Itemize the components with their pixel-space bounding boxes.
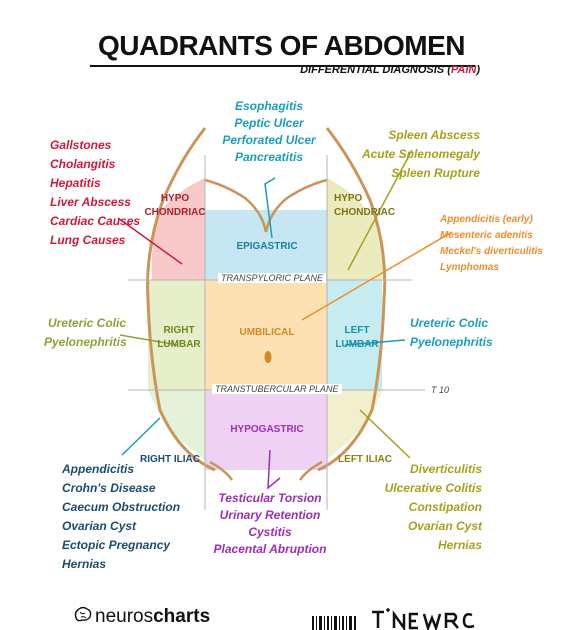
region-umbilical: UMBILICAL (239, 327, 295, 338)
list-item: Lung Causes (50, 233, 126, 247)
subtitle-suffix: ) (476, 64, 480, 76)
list-item: Hernias (437, 538, 482, 552)
leader-left-hypo (347, 149, 413, 271)
list-item: Diverticulitis (409, 462, 482, 476)
list-item: Ureteric Colic (47, 316, 126, 330)
list-item: Appendicitis (62, 462, 135, 476)
brain-logo-icon (74, 606, 92, 622)
fill-hypogastric (205, 390, 327, 470)
list-item: Perforated Ulcer (222, 133, 316, 147)
brand-light: neuros (95, 606, 154, 627)
page-subtitle: DIFFERENTIAL DIAGNOSIS (PAIN) (300, 64, 480, 76)
list-epigastric: Esophagitis Peptic Ulcer Perforated Ulce… (210, 98, 328, 166)
navel (264, 351, 272, 363)
region-epigastric: EPIGASTRIC (236, 241, 298, 252)
leader-hypogastric (267, 449, 281, 490)
list-item: Placental Abruption (213, 542, 327, 556)
list-item: Hernias (62, 557, 107, 571)
list-item: Cystitis (248, 525, 292, 539)
footer-brand: neuroscharts (95, 606, 210, 628)
list-item: Appendicitis (early) (440, 214, 533, 225)
region-left-hypochondriac: HYPO CHONDRIAC (334, 193, 396, 218)
region-left-iliac: LEFT ILIAC (338, 454, 392, 465)
leader-epigastric (264, 177, 276, 239)
fill-right-iliac (148, 390, 205, 460)
list-hypogastric: Testicular Torsion Urinary Retention Cys… (200, 490, 340, 558)
list-item: Hepatitis (50, 176, 101, 190)
groin-right (298, 460, 323, 481)
list-umbilical: Appendicitis (early) Mesenteric adenitis… (440, 212, 543, 276)
groin-left (209, 460, 234, 481)
leader-left-iliac (359, 409, 411, 459)
leader-right-hypo (117, 217, 183, 265)
region-hypogastric: HYPOGASTRIC (230, 424, 304, 435)
fill-epigastric (205, 210, 327, 280)
list-item: Cholangitis (50, 157, 116, 171)
brand-bold: charts (153, 606, 211, 627)
fill-right-hypochondriac (151, 178, 205, 280)
transtubercular-plane-label: TRANSTUBERCULAR PLANE (212, 384, 342, 394)
list-item: Peptic Ulcer (234, 116, 304, 130)
subtitle-prefix: DIFFERENTIAL DIAGNOSIS ( (300, 64, 451, 76)
list-right-lumbar: Ureteric Colic Pyelonephritis (44, 314, 127, 352)
barcode-icon (312, 616, 356, 630)
list-item: Mesenteric adenitis (440, 230, 533, 241)
leader-left-lumbar (344, 339, 406, 346)
leader-right-lumbar (119, 334, 179, 346)
fill-umbilical (205, 280, 327, 390)
list-item: Acute Splenomegaly (361, 147, 480, 161)
signature-logo-icon (372, 608, 475, 630)
leader-right-iliac (121, 417, 161, 456)
subtitle-highlight: PAIN (450, 64, 477, 76)
list-item: Ovarian Cyst (62, 519, 137, 533)
list-item: Testicular Torsion (218, 491, 322, 505)
list-item: Ureteric Colic (410, 316, 489, 330)
list-item: Crohn's Disease (62, 481, 156, 495)
body-outline-right (146, 127, 216, 472)
title-underline (90, 65, 475, 67)
list-item: Liver Abscess (50, 195, 131, 209)
transpyloric-plane-label: TRANSPYLORIC PLANE (218, 273, 327, 283)
list-item: Pyelonephritis (44, 335, 127, 349)
list-item: Caecum Obstruction (62, 500, 181, 514)
list-item: Ovarian Cyst (407, 519, 482, 533)
region-right-iliac: RIGHT ILIAC (140, 454, 200, 465)
fill-left-lumbar (327, 280, 382, 390)
region-right-hypochondriac: HYPO CHONDRIAC (144, 193, 206, 218)
fill-right-lumbar (148, 280, 205, 390)
list-item: Spleen Rupture (391, 166, 480, 180)
list-right-hypochondriac: Gallstones Cholangitis Hepatitis Liver A… (50, 136, 140, 250)
list-item: Gallstones (50, 138, 112, 152)
leader-umbilical (301, 231, 453, 321)
list-item: Pancreatitis (234, 150, 304, 164)
fill-left-hypochondriac (327, 178, 383, 280)
page-title: QUADRANTS OF ABDOMEN (98, 30, 465, 61)
region-right-lumbar: RIGHT LUMBAR (157, 325, 201, 350)
list-item: Meckel's diverticulitis (440, 246, 543, 257)
list-item: Pyelonephritis (410, 335, 493, 349)
list-left-lumbar: Ureteric Colic Pyelonephritis (410, 314, 493, 352)
list-left-iliac: Diverticulitis Ulcerative Colitis Consti… (374, 460, 482, 555)
body-outline-left (317, 127, 387, 472)
list-item: Cardiac Causes (50, 214, 141, 228)
list-item: Lymphomas (440, 262, 499, 273)
t10-label: T 10 (428, 385, 453, 395)
list-item: Urinary Retention (219, 508, 321, 522)
list-right-iliac: Appendicitis Crohn's Disease Caecum Obst… (62, 460, 180, 574)
region-left-lumbar: LEFT LUMBAR (335, 325, 379, 350)
list-item: Spleen Abscess (388, 128, 480, 142)
rib-arch (204, 178, 328, 233)
fill-left-iliac (327, 390, 382, 460)
list-left-hypochondriac: Spleen Abscess Acute Splenomegaly Spleen… (356, 126, 480, 183)
list-item: Ectopic Pregnancy (62, 538, 171, 552)
list-item: Ulcerative Colitis (384, 481, 482, 495)
list-item: Esophagitis (234, 99, 303, 113)
list-item: Constipation (408, 500, 482, 514)
